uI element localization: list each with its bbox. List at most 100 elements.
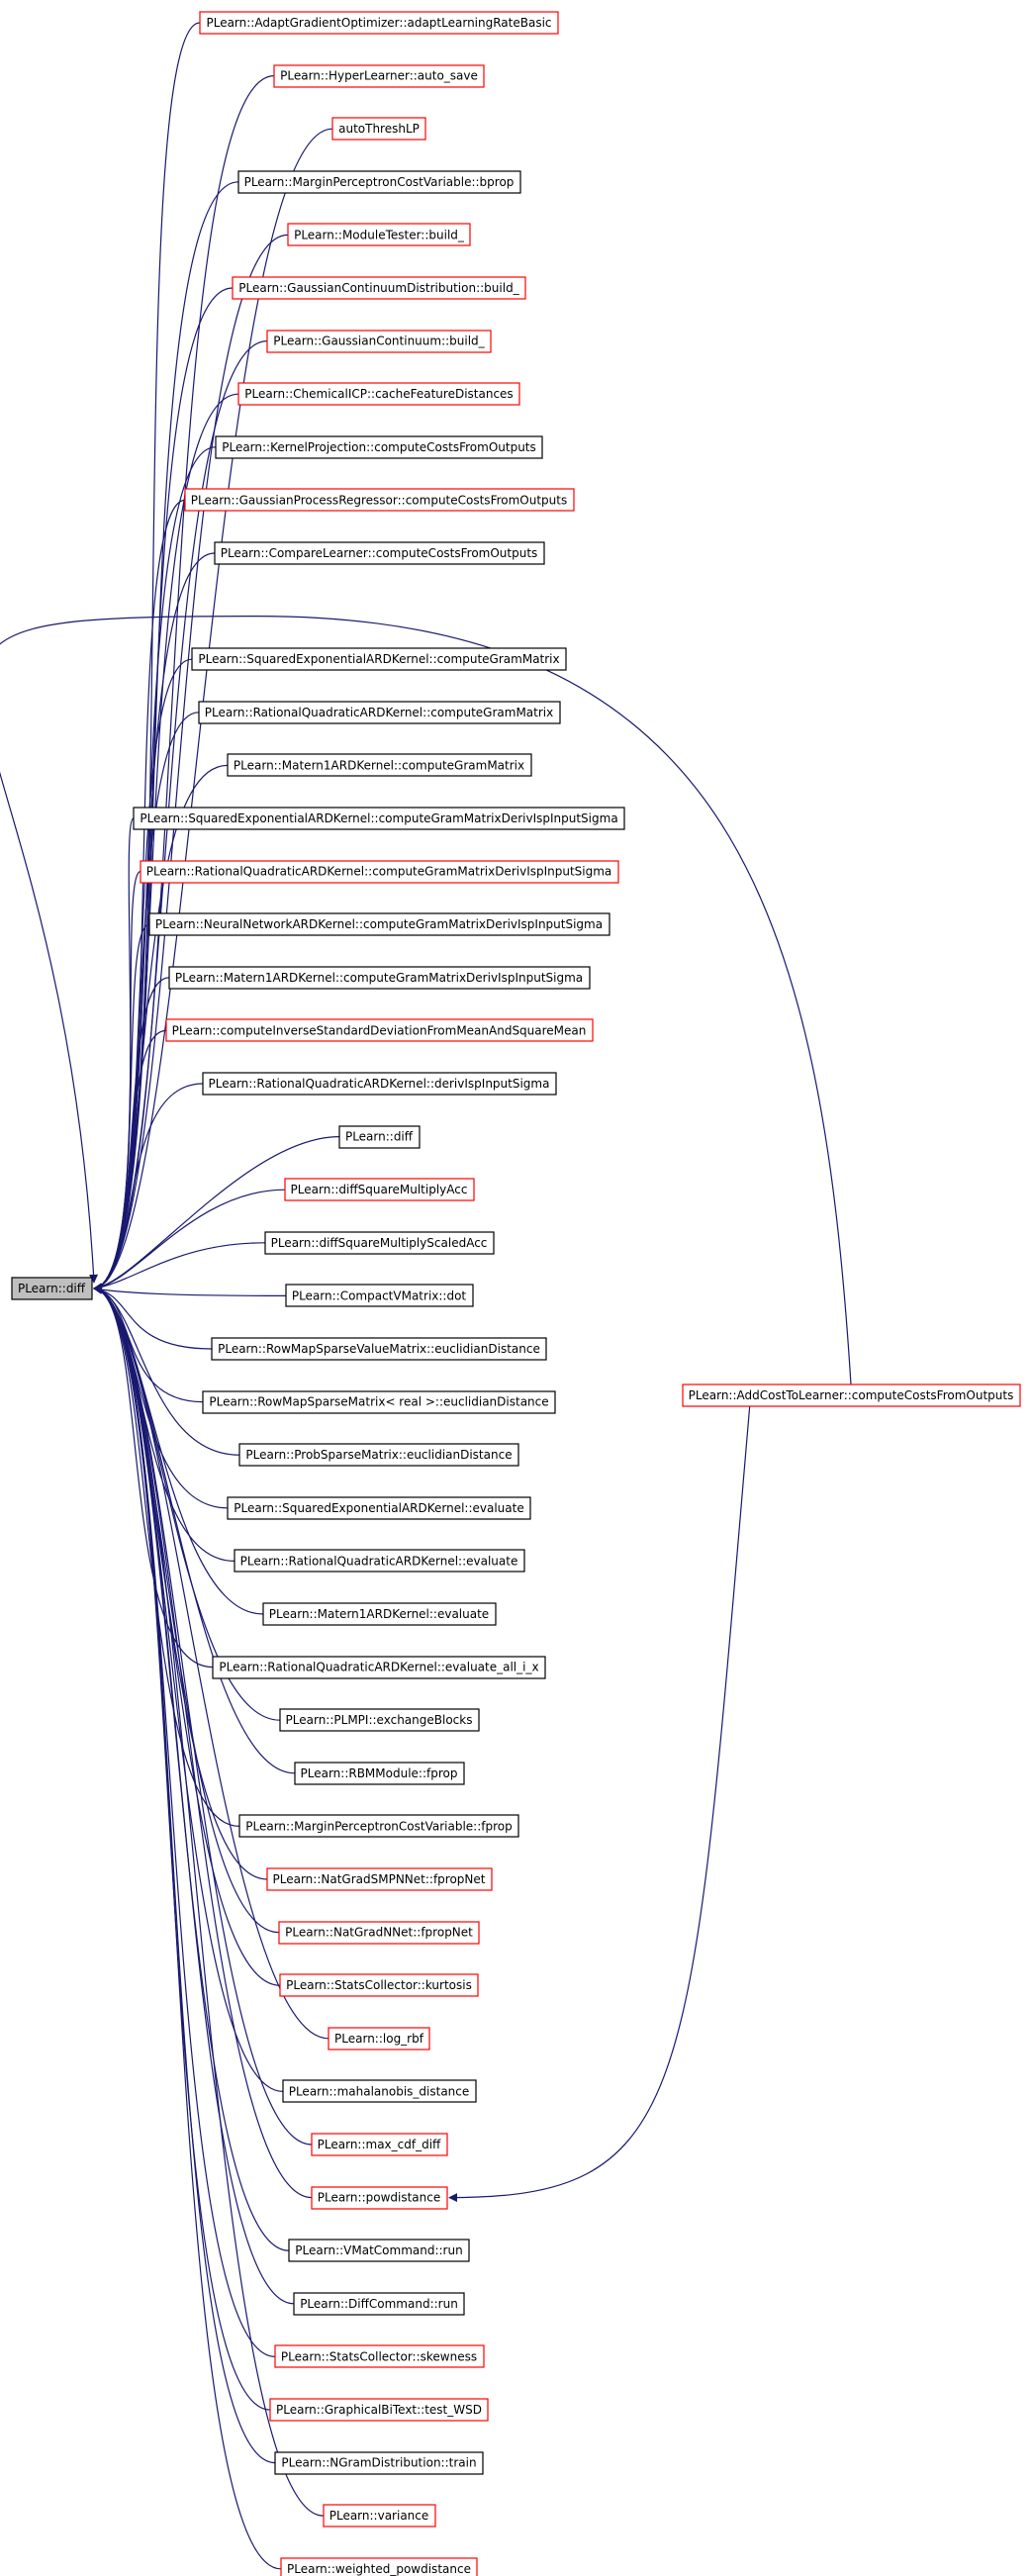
caller-node[interactable]: PLearn::DiffCommand::run xyxy=(293,2292,465,2316)
caller-node[interactable]: PLearn::Matern1ARDKernel::computeGramMat… xyxy=(227,753,532,777)
node-box xyxy=(264,1231,495,1255)
node-box xyxy=(198,701,561,724)
node-label: PLearn::diffSquareMultiplyAcc xyxy=(291,1183,468,1196)
node-box xyxy=(273,64,485,88)
caller-node[interactable]: PLearn::NatGradNNet::fpropNet xyxy=(278,1921,480,1945)
node-label: PLearn::CompactVMatrix::dot xyxy=(292,1288,467,1302)
caller-node[interactable]: PLearn::max_cdf_diff xyxy=(311,2133,448,2156)
caller-node[interactable]: PLearn::ModuleTester::build_ xyxy=(287,223,471,246)
node-box xyxy=(133,807,625,830)
node-label: PLearn::Matern1ARDKernel::evaluate xyxy=(269,1607,489,1621)
caller-node[interactable]: PLearn::KernelProjection::computeCostsFr… xyxy=(215,435,543,459)
caller-node[interactable]: PLearn::ChemicalICP::cacheFeatureDistanc… xyxy=(237,382,520,406)
node-box xyxy=(202,1390,556,1414)
caller-node[interactable]: PLearn::MarginPerceptronCostVariable::bp… xyxy=(237,170,521,194)
node-box xyxy=(184,488,575,512)
node-box xyxy=(140,860,619,884)
call-edge xyxy=(93,499,186,1292)
caller-node[interactable]: PLearn::RationalQuadraticARDKernel::comp… xyxy=(140,860,619,884)
node-box xyxy=(285,1284,474,1307)
call-edge xyxy=(448,1405,751,2203)
node-box xyxy=(262,1602,497,1626)
node-box xyxy=(284,1178,475,1201)
node-label: PLearn::GaussianContinuumDistribution::b… xyxy=(238,281,519,295)
caller-node[interactable]: PLearn::GaussianContinuumDistribution::b… xyxy=(232,276,526,300)
caller-node[interactable]: PLearn::RBMModule::fprop xyxy=(294,1762,465,1785)
node-label: PLearn::VMatCommand::run xyxy=(295,2243,462,2257)
caller-node[interactable]: PLearn::RationalQuadraticARDKernel::eval… xyxy=(234,1549,525,1573)
caller-node[interactable]: PLearn::HyperLearner::auto_save xyxy=(273,64,485,88)
caller-node[interactable]: PLearn::SquaredExponentialARDKernel::com… xyxy=(191,647,567,671)
node-label: PLearn::NatGradSMPNNet::fpropNet xyxy=(273,1872,486,1886)
caller-node[interactable]: PLearn::AdaptGradientOptimizer::adaptLea… xyxy=(199,11,559,35)
caller-node[interactable]: autoThreshLP xyxy=(331,117,426,141)
node-box xyxy=(212,1656,546,1679)
caller-node[interactable]: PLearn::log_rbf xyxy=(328,2027,430,2051)
call-edge xyxy=(93,287,234,1292)
caller-node[interactable]: PLearn::NGramDistribution::train xyxy=(274,2451,484,2475)
caller-node[interactable]: PLearn::weighted_powdistance xyxy=(280,2557,478,2576)
caller-node[interactable]: PLearn::NeuralNetworkARDKernel::computeG… xyxy=(148,912,610,936)
caller-node[interactable]: PLearn::GraphicalBiText::test_WSD xyxy=(269,2398,489,2422)
call-edge xyxy=(93,1285,276,2464)
caller-node[interactable]: PLearn::RationalQuadraticARDKernel::eval… xyxy=(212,1656,546,1679)
caller-node[interactable]: PLearn::RowMapSparseMatrix< real >::eucl… xyxy=(202,1390,556,1414)
node-label: autoThreshLP xyxy=(338,122,420,136)
root-node[interactable]: PLearn::diff xyxy=(11,1277,93,1300)
caller-node[interactable]: PLearn::GaussianProcessRegressor::comput… xyxy=(184,488,575,512)
caller-node[interactable]: PLearn::mahalanobis_distance xyxy=(282,2079,477,2103)
caller-node[interactable]: PLearn::RationalQuadraticARDKernel::deri… xyxy=(202,1072,557,1096)
caller-node[interactable]: PLearn::NatGradSMPNNet::fpropNet xyxy=(266,1867,493,1891)
node-label: PLearn::diff xyxy=(18,1282,86,1295)
caller-node[interactable]: PLearn::computeInverseStandardDeviationF… xyxy=(165,1018,594,1042)
caller-node[interactable]: PLearn::variance xyxy=(323,2504,436,2528)
node-box xyxy=(280,2557,478,2576)
caller-node[interactable]: PLearn::ProbSparseMatrix::euclidianDista… xyxy=(238,1443,519,1467)
caller-node[interactable]: PLearn::VMatCommand::run xyxy=(288,2239,470,2262)
call-edge xyxy=(93,1285,268,1880)
caller-node[interactable]: PLearn::StatsCollector::skewness xyxy=(274,2344,485,2368)
node-box xyxy=(311,2133,448,2156)
caller-node[interactable]: PLearn::diffSquareMultiplyAcc xyxy=(284,1178,475,1201)
caller-node[interactable]: PLearn::diffSquareMultiplyScaledAcc xyxy=(264,1231,495,1255)
caller-node[interactable]: PLearn::PLMPI::exchangeBlocks xyxy=(279,1708,480,1732)
node-box xyxy=(274,2451,484,2475)
node-label: PLearn::HyperLearner::auto_save xyxy=(280,69,478,83)
node-label: PLearn::Matern1ARDKernel::computeGramMat… xyxy=(234,758,524,772)
call-edge xyxy=(93,1285,287,1296)
call-edge xyxy=(93,1189,286,1292)
caller-node[interactable]: PLearn::RowMapSparseValueMatrix::euclidi… xyxy=(211,1337,547,1361)
caller-node[interactable]: PLearn::GaussianContinuum::build_ xyxy=(266,330,492,353)
caller-node[interactable]: PLearn::SquaredExponentialARDKernel::com… xyxy=(133,807,625,830)
second-level-node[interactable]: PLearn::AddCostToLearner::computeCostsFr… xyxy=(682,1383,1021,1407)
caller-node[interactable]: PLearn::StatsCollector::kurtosis xyxy=(279,1973,479,1997)
node-label: PLearn::ModuleTester::build_ xyxy=(294,228,465,241)
caller-node[interactable]: PLearn::Matern1ARDKernel::computeGramMat… xyxy=(168,966,591,990)
node-box xyxy=(227,1496,531,1520)
caller-node[interactable]: PLearn::MarginPerceptronCostVariable::fp… xyxy=(238,1814,519,1838)
node-label: PLearn::mahalanobis_distance xyxy=(289,2084,470,2098)
node-box xyxy=(215,435,543,459)
node-label: PLearn::ChemicalICP::cacheFeatureDistanc… xyxy=(244,387,513,401)
node-label: PLearn::AddCostToLearner::computeCostsFr… xyxy=(689,1388,1014,1402)
caller-node[interactable]: PLearn::Matern1ARDKernel::evaluate xyxy=(262,1602,497,1626)
node-label: PLearn::GraphicalBiText::test_WSD xyxy=(276,2403,482,2417)
caller-node[interactable]: PLearn::powdistance xyxy=(311,2186,448,2210)
node-box xyxy=(234,1549,525,1573)
caller-node[interactable]: PLearn::CompareLearner::computeCostsFrom… xyxy=(214,541,545,565)
node-box xyxy=(269,2398,489,2422)
node-box xyxy=(288,2239,470,2262)
node-label: PLearn::RowMapSparseMatrix< real >::eucl… xyxy=(209,1395,548,1409)
caller-node[interactable]: PLearn::CompactVMatrix::dot xyxy=(285,1284,474,1307)
node-box xyxy=(338,1125,421,1149)
node-label: PLearn::diffSquareMultiplyScaledAcc xyxy=(271,1236,488,1250)
node-label: PLearn::RationalQuadraticARDKernel::eval… xyxy=(219,1661,538,1674)
node-label: PLearn::NatGradNNet::fpropNet xyxy=(285,1926,473,1940)
call-edge xyxy=(93,1285,213,1350)
node-label: PLearn::NeuralNetworkARDKernel::computeG… xyxy=(155,917,603,931)
caller-node[interactable]: PLearn::diff xyxy=(338,1125,421,1149)
call-edge xyxy=(93,1285,235,1562)
caller-node[interactable]: PLearn::RationalQuadraticARDKernel::comp… xyxy=(198,701,561,724)
node-label: PLearn::CompareLearner::computeCostsFrom… xyxy=(221,546,538,560)
caller-node[interactable]: PLearn::SquaredExponentialARDKernel::eva… xyxy=(227,1496,531,1520)
